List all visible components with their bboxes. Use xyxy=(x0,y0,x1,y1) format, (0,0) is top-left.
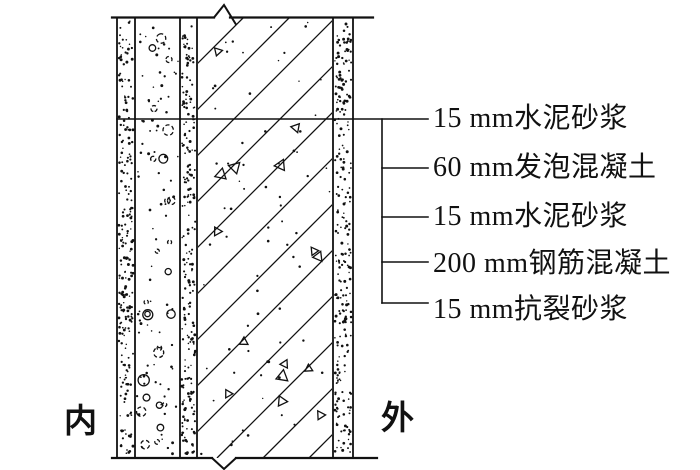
callout-reinforced-concrete: 200 mm钢筋混凝土 xyxy=(433,248,672,279)
callout-anti-crack-mortar: 15 mm抗裂砂浆 xyxy=(433,294,629,325)
callout-foamed-concrete: 60 mm发泡混凝土 xyxy=(433,152,657,183)
callout-cement-mortar-outer: 15 mm水泥砂浆 xyxy=(433,201,629,232)
exterior-side-label: 外 xyxy=(381,401,414,437)
callout-cement-mortar-inner: 15 mm水泥砂浆 xyxy=(433,103,629,134)
interior-side-label: 内 xyxy=(64,404,97,440)
